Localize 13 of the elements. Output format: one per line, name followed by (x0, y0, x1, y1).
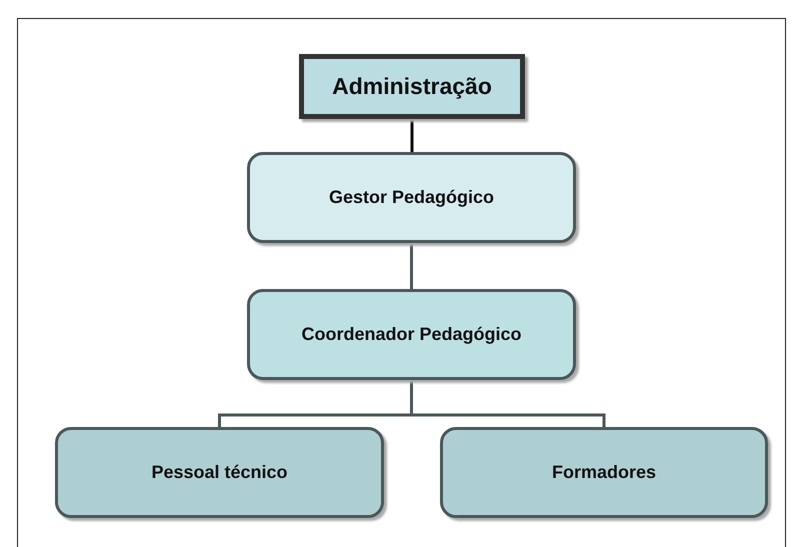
role-box (247, 289, 576, 380)
node-label: Coordenador Pedagógico (301, 324, 522, 345)
title-box (299, 54, 525, 119)
role-box (55, 427, 384, 518)
node-label: Administração (332, 73, 492, 100)
connector-line (410, 380, 606, 427)
connector-line (410, 243, 413, 289)
node-label: Formadores (552, 462, 656, 483)
node-label: Pessoal técnico (151, 462, 288, 483)
role-box (440, 427, 768, 518)
node-label: Gestor Pedagógico (328, 187, 494, 208)
role-box (247, 152, 576, 243)
connector-line (410, 119, 414, 152)
